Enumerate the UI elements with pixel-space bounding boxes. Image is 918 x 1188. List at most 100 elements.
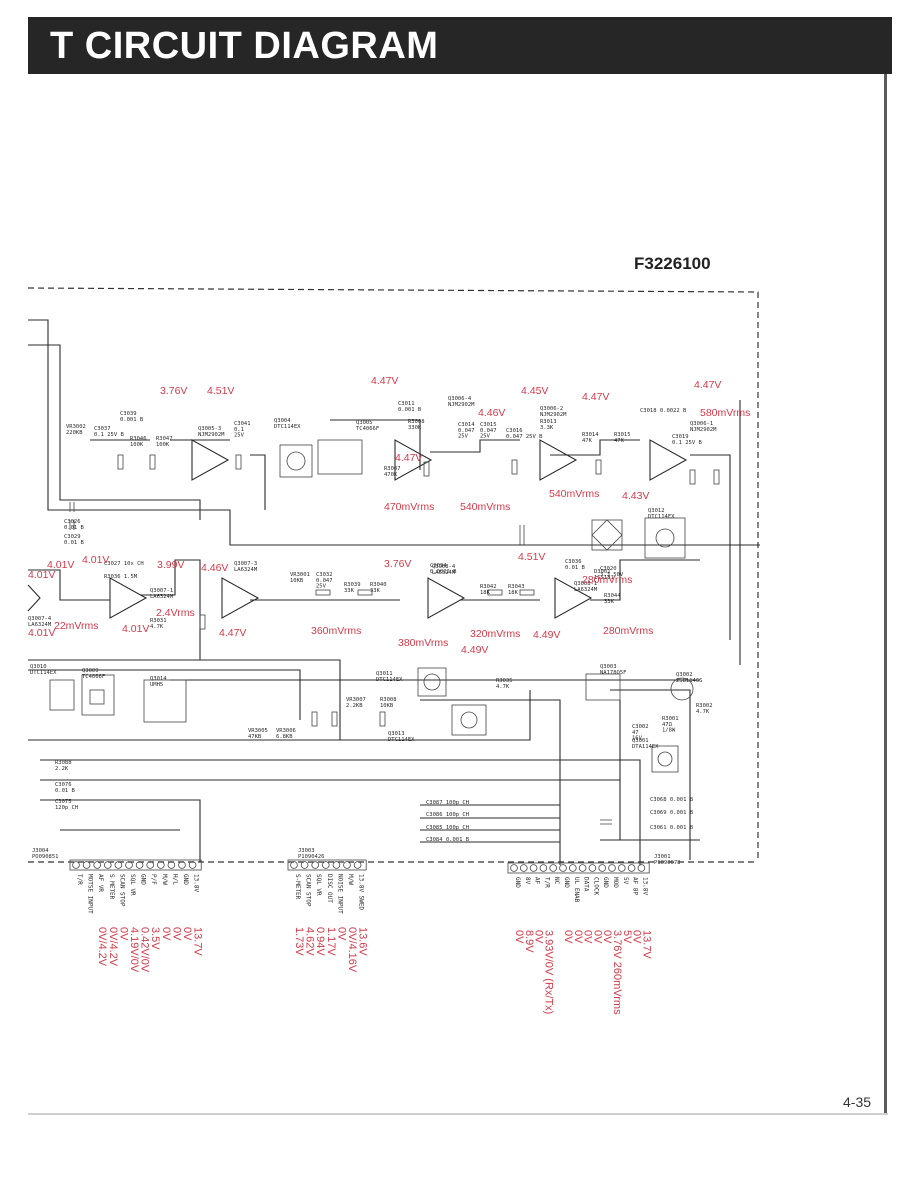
connector-pin-voltage: 0V xyxy=(117,927,129,941)
opamp-q3008-1 xyxy=(554,577,593,619)
voltage-label: 4.01V xyxy=(122,623,149,635)
connector-pin xyxy=(135,861,144,869)
voltage-label: 4.43V xyxy=(622,490,649,502)
connector-pin xyxy=(343,861,351,869)
voltage-label: 4.49V xyxy=(461,644,488,656)
connector-pin xyxy=(510,864,518,872)
connector-pin-voltage: 0V xyxy=(601,930,613,944)
opamp-q3007-4 xyxy=(27,584,41,612)
voltage-label: 4.01V xyxy=(28,569,55,581)
transistor-q3013 xyxy=(451,704,487,736)
connector-pin xyxy=(125,861,133,869)
connector-pin-voltage: 0.42V/0V xyxy=(139,927,151,973)
connector-pin xyxy=(114,861,123,869)
connector-pin-label: NC xyxy=(553,877,560,885)
connector-pin xyxy=(82,861,91,869)
connector-pin xyxy=(539,864,548,872)
connector-pin xyxy=(353,861,362,869)
connector-pin-voltage: 0V xyxy=(170,927,182,941)
ic-q3005-tc4066f xyxy=(317,439,363,475)
connector-pin-label: GND xyxy=(140,874,147,885)
transistor-q3011 xyxy=(417,667,447,697)
connector-pin-label: DATA xyxy=(583,877,590,892)
connector-pin-label: T/R xyxy=(543,877,550,888)
connector-pin-voltage: 4.62V xyxy=(304,927,316,956)
connector-pin-label: H/L xyxy=(171,874,178,885)
part-number: F3226100 xyxy=(634,254,711,273)
page-edge-rule xyxy=(884,74,887,1114)
connector-pin xyxy=(598,864,606,872)
connector-pin-voltage: 0V/4.16V xyxy=(346,927,358,973)
connector-body-j3004 xyxy=(69,859,202,871)
connector-pin-label: UL ENAB xyxy=(573,877,580,903)
connector-pin xyxy=(311,861,320,869)
connector-pin-label: S METER xyxy=(108,874,115,900)
component-label: R3036 1.5M xyxy=(104,574,138,580)
connector-pin-voltage: 0V xyxy=(181,927,193,941)
voltage-label: 4.01V xyxy=(47,559,74,571)
connector-pin-voltage: 0V xyxy=(335,927,347,941)
voltage-label: 360mVrms xyxy=(311,625,361,637)
connector-pin-voltage: 3.93V/0V (Rx/Tx) xyxy=(542,930,554,1014)
connector-pin-voltage: 3.76V 260mVrms xyxy=(611,930,623,1015)
connector-pin xyxy=(568,864,577,872)
opamp-q3008-4 xyxy=(427,577,466,619)
transistor-q3002 xyxy=(670,677,694,701)
connector-body-j3001 xyxy=(507,862,650,874)
connector-pin-voltage: 0V xyxy=(572,930,584,944)
connector-pin xyxy=(146,861,155,869)
connector-pin xyxy=(578,864,587,872)
voltage-label: 4.46V xyxy=(201,562,228,574)
connector-pin-voltage: 3.5V xyxy=(149,927,161,950)
connector-pin xyxy=(93,861,101,869)
transistor-q3004 xyxy=(279,444,313,478)
connector-pin-label: MOD xyxy=(612,877,619,888)
connector-pin-voltage: 0V xyxy=(591,930,603,944)
connector-pin-voltage: 13.6V xyxy=(357,927,369,956)
connector-pin xyxy=(559,864,567,872)
opamp-q3006-1 xyxy=(649,439,688,481)
connector-pin xyxy=(167,861,176,869)
component-label: C3068 0.001 B xyxy=(650,797,694,803)
connector-pin xyxy=(188,861,197,869)
connector-pin xyxy=(321,861,330,869)
connector-pin xyxy=(72,861,80,869)
voltage-label: 4.46V xyxy=(478,407,505,419)
connector-pin-voltage: 4.19V/0V xyxy=(128,927,140,973)
voltage-label: 3.76V xyxy=(160,385,187,397)
transistor-q3010 xyxy=(49,679,75,711)
connector-pin-voltage: 0V xyxy=(562,930,574,944)
voltage-label: 540mVrms xyxy=(549,488,599,500)
transistor-q3001 xyxy=(651,745,679,773)
